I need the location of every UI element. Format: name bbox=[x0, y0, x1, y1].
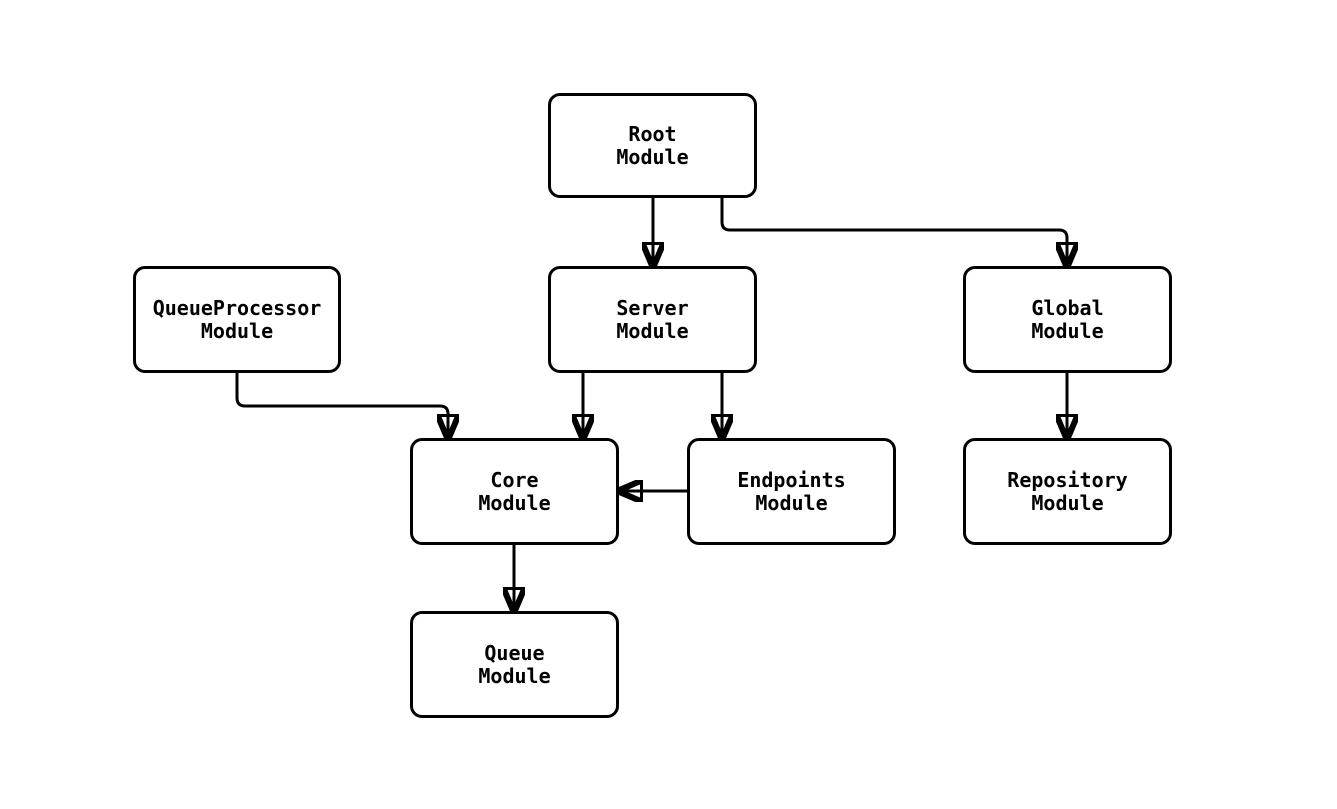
edge-queueprocessor-core bbox=[235, 373, 448, 438]
node-global-module: Global Module bbox=[963, 266, 1172, 373]
node-endpoints-module: Endpoints Module bbox=[687, 438, 896, 545]
node-repository-module-label: Repository Module bbox=[1007, 467, 1128, 515]
edge-root-global bbox=[720, 198, 1067, 266]
node-core-module-label: Core Module bbox=[478, 467, 551, 515]
node-endpoints-module-label: Endpoints Module bbox=[737, 467, 846, 515]
node-global-module-label: Global Module bbox=[1031, 295, 1104, 343]
node-root-module: Root Module bbox=[548, 93, 757, 198]
node-core-module: Core Module bbox=[410, 438, 619, 545]
node-server-module: Server Module bbox=[548, 266, 757, 373]
node-queueprocessor-module-label: QueueProcessor Module bbox=[152, 295, 322, 343]
node-root-module-label: Root Module bbox=[616, 121, 689, 169]
node-queueprocessor-module: QueueProcessor Module bbox=[133, 266, 341, 373]
node-server-module-label: Server Module bbox=[616, 295, 689, 343]
node-queue-module: Queue Module bbox=[410, 611, 619, 718]
node-repository-module: Repository Module bbox=[963, 438, 1172, 545]
node-queue-module-label: Queue Module bbox=[478, 640, 551, 688]
